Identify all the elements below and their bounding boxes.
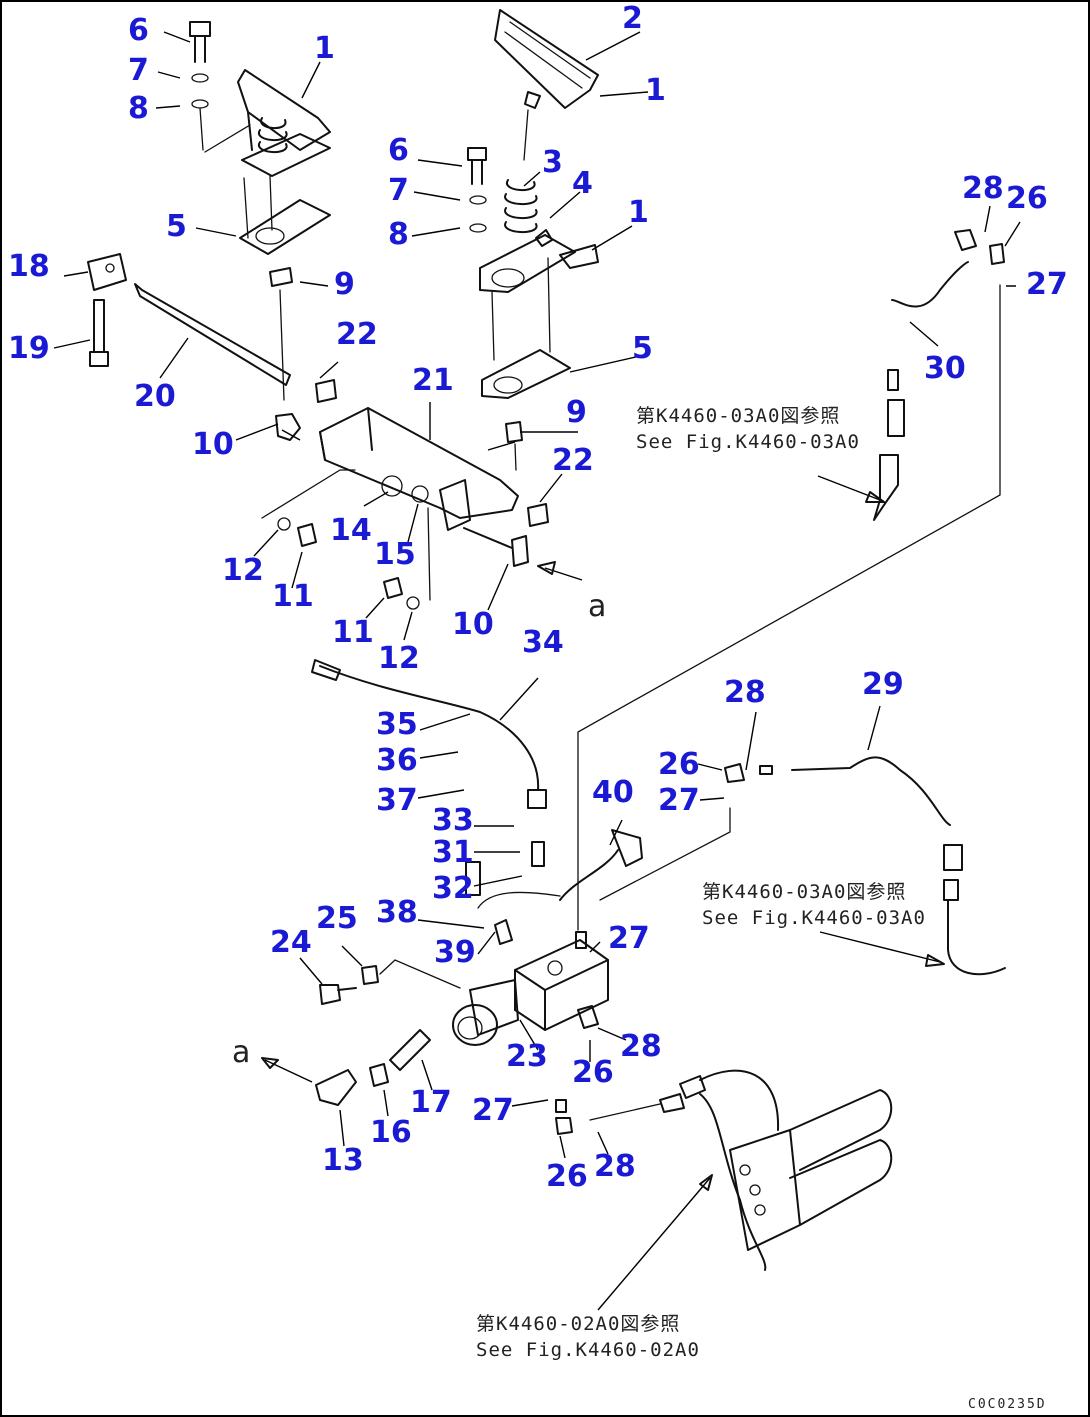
- callout-label: 1: [314, 31, 335, 66]
- reference-arrows: [261, 475, 945, 1311]
- callout-label: 4: [572, 166, 593, 201]
- callout-label: 3: [542, 145, 563, 180]
- callout-label: 27: [1026, 267, 1068, 302]
- callout-label: 6: [128, 13, 149, 48]
- left-fasteners: [189, 21, 211, 151]
- callout-label: 13: [322, 1143, 364, 1178]
- callout-label: 28: [620, 1029, 662, 1064]
- drawing-code: C0C0235D: [968, 1397, 1047, 1412]
- callout-label: 34: [522, 625, 564, 660]
- callout-label: 22: [336, 317, 378, 352]
- callout-label: 21: [412, 363, 454, 398]
- callout-labels: 6 7 8 1 2 1 6 3 7 4 1 8 28 26 27 5 18 9 …: [8, 1, 1068, 1194]
- callout-label: 37: [376, 783, 418, 818]
- left-pedal: [204, 69, 331, 255]
- callout-label: 14: [330, 513, 372, 548]
- callout-label: 28: [594, 1149, 636, 1184]
- reference-text-en: See Fig.K4460-03A0: [702, 907, 926, 929]
- callout-label: 40: [592, 775, 634, 810]
- callout-label: 26: [572, 1055, 614, 1090]
- callout-label: 11: [332, 615, 374, 650]
- callout-label: 5: [166, 209, 187, 244]
- view-mark-a: a: [232, 1035, 250, 1070]
- reference-text-jp: 第K4460-03A0図参照: [636, 405, 840, 427]
- callout-label: 10: [192, 427, 234, 462]
- callout-label: 26: [1006, 181, 1048, 216]
- pilot-valve: [452, 919, 609, 1046]
- callout-label: 27: [472, 1093, 514, 1128]
- callout-label: 17: [410, 1085, 452, 1120]
- reference-note-lower: 第K4460-02A0図参照 See Fig.K4460-02A0: [476, 1313, 700, 1361]
- callout-label: 10: [452, 607, 494, 642]
- callout-label: 29: [862, 667, 904, 702]
- control-block: [659, 1069, 893, 1271]
- linkage: [87, 253, 549, 610]
- callout-label: 28: [962, 171, 1004, 206]
- callout-label: 24: [270, 925, 312, 960]
- right-pedal: [479, 9, 599, 399]
- hoses: [311, 229, 1006, 976]
- callout-label: 15: [374, 537, 416, 572]
- reference-note-middle: 第K4460-03A0図参照 See Fig.K4460-03A0: [702, 881, 926, 929]
- callout-label: 8: [128, 91, 149, 126]
- callout-label: 28: [724, 675, 766, 710]
- callout-label: 20: [134, 379, 176, 414]
- callout-label: 2: [622, 1, 643, 36]
- callout-label: 16: [370, 1115, 412, 1150]
- callout-label: 32: [432, 871, 474, 906]
- callout-label: 5: [632, 331, 653, 366]
- view-mark-a: a: [588, 589, 606, 624]
- callout-label: 7: [388, 173, 409, 208]
- callout-label: 9: [566, 395, 587, 430]
- callout-leaders: [53, 31, 1021, 1159]
- callout-label: 12: [222, 553, 264, 588]
- callout-label: 22: [552, 443, 594, 478]
- callout-label: 9: [334, 267, 355, 302]
- callout-label: 35: [376, 707, 418, 742]
- callout-label: 33: [432, 803, 474, 838]
- callout-label: 38: [376, 895, 418, 930]
- callout-label: 1: [628, 195, 649, 230]
- callout-label: 39: [434, 935, 476, 970]
- callout-label: 7: [128, 53, 149, 88]
- callout-label: 26: [546, 1159, 588, 1194]
- valve-fittings: [315, 959, 661, 1135]
- reference-text-jp: 第K4460-03A0図参照: [702, 881, 906, 903]
- callout-label: 31: [432, 835, 474, 870]
- reference-text-jp: 第K4460-02A0図参照: [476, 1313, 680, 1335]
- callout-label: 26: [658, 747, 700, 782]
- callout-label: 25: [316, 901, 358, 936]
- callout-label: 6: [388, 133, 409, 168]
- callout-label: 27: [608, 921, 650, 956]
- callout-label: 18: [8, 249, 50, 284]
- callout-label: 11: [272, 579, 314, 614]
- callout-label: 19: [8, 331, 50, 366]
- right-fasteners: [467, 147, 553, 247]
- reference-text-en: See Fig.K4460-02A0: [476, 1339, 700, 1361]
- callout-label: 27: [658, 783, 700, 818]
- reference-text-en: See Fig.K4460-03A0: [636, 431, 860, 453]
- callout-label: 12: [378, 641, 420, 676]
- callout-label: 36: [376, 743, 418, 778]
- callout-label: 1: [645, 73, 666, 108]
- reference-note-upper: 第K4460-03A0図参照 See Fig.K4460-03A0: [636, 405, 860, 453]
- callout-label: 30: [924, 351, 966, 386]
- callout-label: 23: [506, 1039, 548, 1074]
- callout-label: 8: [388, 217, 409, 252]
